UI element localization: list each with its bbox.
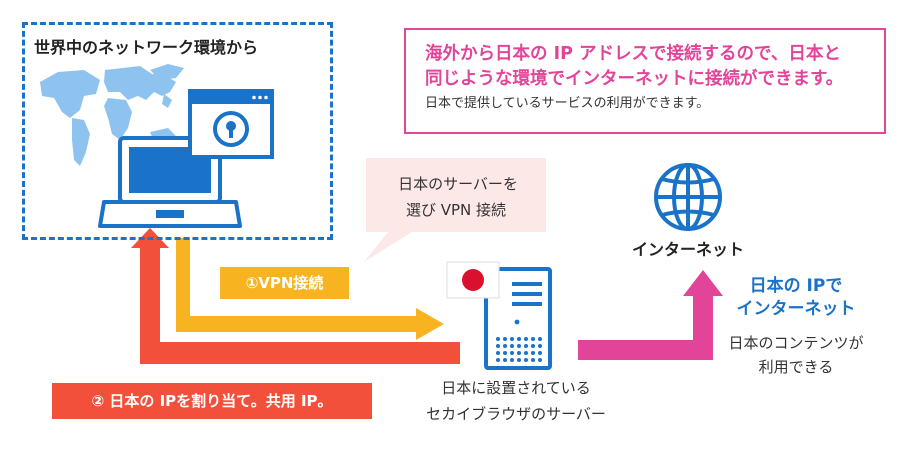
result-title-2: インターネット	[736, 299, 856, 319]
info-headline-1: 海外から日本の IP アドレスで接続するので、日本と	[425, 44, 841, 64]
world-map-icon	[40, 64, 184, 166]
result-desc-1: 日本のコンテンツが	[728, 334, 864, 352]
globe-icon	[654, 163, 722, 231]
laptop-icon	[98, 136, 242, 228]
bubble-text-1: 日本のサーバーを	[398, 175, 518, 193]
vpn-step-label: ①VPN接続	[220, 267, 349, 299]
bubble-text-2: 選び VPN 接続	[405, 201, 507, 219]
info-headline-2: 同じような環境でインターネットに接続ができます。	[425, 69, 844, 89]
result-title-1: 日本の IPで	[749, 276, 843, 296]
vpn-lock-icon	[213, 111, 249, 147]
info-subtext: 日本で提供しているサービスの利用ができます。	[425, 96, 710, 111]
speech-bubble	[364, 158, 546, 262]
server-caption-1: 日本に設置されている	[441, 379, 591, 397]
internet-arrow	[578, 270, 723, 360]
info-box: 海外から日本の IP アドレスで接続するので、日本と 同じような環境でインターネ…	[404, 28, 886, 134]
network-region-box	[22, 22, 333, 240]
vpn-connect-arrow	[176, 238, 444, 340]
server-caption-2: セカイブラウザのサーバー	[426, 405, 606, 423]
result-desc-2: 利用できる	[758, 358, 834, 376]
ip-assign-arrow	[131, 228, 460, 364]
region-title: 世界中のネットワーク環境から	[34, 38, 259, 57]
internet-label: インターネット	[631, 240, 744, 259]
ip-step-label: ② 日本の IPを割り当て。共用 IP。	[52, 383, 372, 419]
japan-flag-icon	[446, 261, 500, 299]
server-icon	[484, 267, 552, 370]
